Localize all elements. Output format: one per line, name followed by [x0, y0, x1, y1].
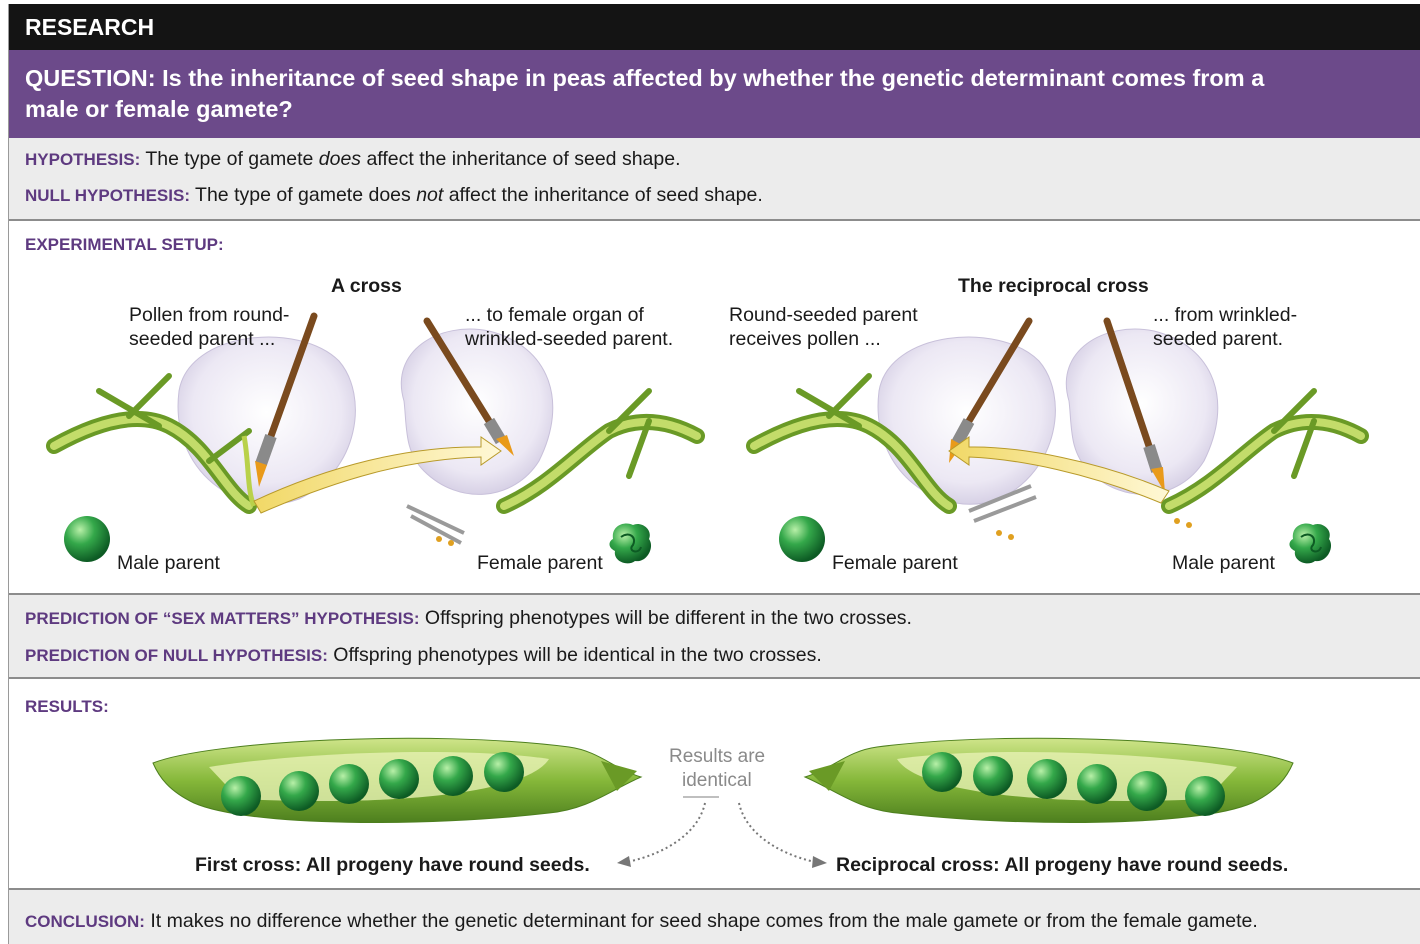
hypothesis-label: HYPOTHESIS:	[25, 150, 140, 169]
null-hypothesis-line: NULL HYPOTHESIS: The type of gamete does…	[25, 184, 763, 207]
research-header: RESEARCH	[9, 4, 1420, 50]
cross-female-parent-label: Female parent	[477, 551, 603, 575]
wrinkled-pea-icon	[610, 524, 652, 564]
cross-right-caption-2: wrinkled-seeded parent.	[465, 327, 673, 351]
conclusion-panel: CONCLUSION: It makes no difference wheth…	[9, 888, 1420, 944]
dotted-arrow-icon	[617, 797, 827, 868]
conclusion-label: CONCLUSION:	[25, 912, 145, 931]
results-first-cross: First cross: All progeny have round seed…	[195, 853, 590, 877]
cross-left-caption-2: seeded parent ...	[129, 327, 275, 351]
flower-icon	[401, 329, 697, 546]
cross-male-parent-label: Male parent	[117, 551, 220, 575]
prediction-null: PREDICTION OF NULL HYPOTHESIS: Offspring…	[25, 644, 822, 667]
question-label: QUESTION:	[25, 65, 156, 91]
reciprocal-male-parent-label: Male parent	[1172, 551, 1275, 575]
prediction-sex-matters-text: Offspring phenotypes will be different i…	[420, 607, 912, 629]
reciprocal-female-parent-label: Female parent	[832, 551, 958, 575]
prediction-sex-matters: PREDICTION OF “SEX MATTERS” HYPOTHESIS: …	[25, 607, 912, 630]
cross-left-caption-1: Pollen from round-	[129, 303, 289, 327]
results-note-1: Results are	[669, 745, 765, 768]
conclusion-line: CONCLUSION: It makes no difference wheth…	[25, 910, 1258, 933]
wrinkled-pea-icon	[1290, 524, 1332, 564]
question-bar: QUESTION: Is the inheritance of seed sha…	[9, 50, 1420, 138]
research-figure: RESEARCH QUESTION: Is the inheritance of…	[8, 4, 1420, 944]
reciprocal-right-caption-1: ... from wrinkled-	[1153, 303, 1297, 327]
results-section: RESULTS:	[9, 681, 1420, 888]
prediction-null-text: Offspring phenotypes will be identical i…	[328, 644, 822, 666]
hypothesis-emphasis: does	[319, 148, 361, 170]
prediction-sex-matters-label: PREDICTION OF “SEX MATTERS” HYPOTHESIS:	[25, 609, 420, 628]
hypothesis-panel: HYPOTHESIS: The type of gamete does affe…	[9, 138, 1420, 221]
research-title: RESEARCH	[25, 14, 154, 40]
null-hypothesis-after: affect the inheritance of seed shape.	[443, 184, 762, 206]
null-hypothesis-before: The type of gamete does	[190, 184, 416, 206]
hypothesis-after: affect the inheritance of seed shape.	[361, 148, 680, 170]
round-pea-icon	[779, 516, 825, 562]
cross-title: A cross	[331, 274, 402, 298]
reciprocal-left-caption-1: Round-seeded parent	[729, 303, 918, 327]
reciprocal-title: The reciprocal cross	[958, 274, 1149, 298]
null-hypothesis-emphasis: not	[416, 184, 443, 206]
setup-illustration	[9, 221, 1420, 593]
hypothesis-line: HYPOTHESIS: The type of gamete does affe…	[25, 148, 681, 171]
flower-icon	[754, 337, 1055, 540]
results-note-2: identical	[682, 769, 752, 792]
results-reciprocal-cross: Reciprocal cross: All progeny have round…	[836, 853, 1288, 877]
conclusion-text: It makes no difference whether the genet…	[145, 910, 1258, 932]
flower-icon	[1066, 329, 1361, 528]
cross-right-caption-1: ... to female organ of	[465, 303, 644, 327]
question-text-line1: Is the inheritance of seed shape in peas…	[156, 65, 1265, 91]
hypothesis-before: The type of gamete	[140, 148, 319, 170]
setup-section: EXPERIMENTAL SETUP:	[9, 221, 1420, 593]
predictions-panel: PREDICTION OF “SEX MATTERS” HYPOTHESIS: …	[9, 593, 1420, 679]
reciprocal-right-caption-2: seeded parent.	[1153, 327, 1283, 351]
question-text-line2: male or female gamete?	[25, 94, 1405, 125]
prediction-null-label: PREDICTION OF NULL HYPOTHESIS:	[25, 646, 328, 665]
null-hypothesis-label: NULL HYPOTHESIS:	[25, 186, 190, 205]
reciprocal-left-caption-2: receives pollen ...	[729, 327, 881, 351]
round-pea-icon	[64, 516, 110, 562]
